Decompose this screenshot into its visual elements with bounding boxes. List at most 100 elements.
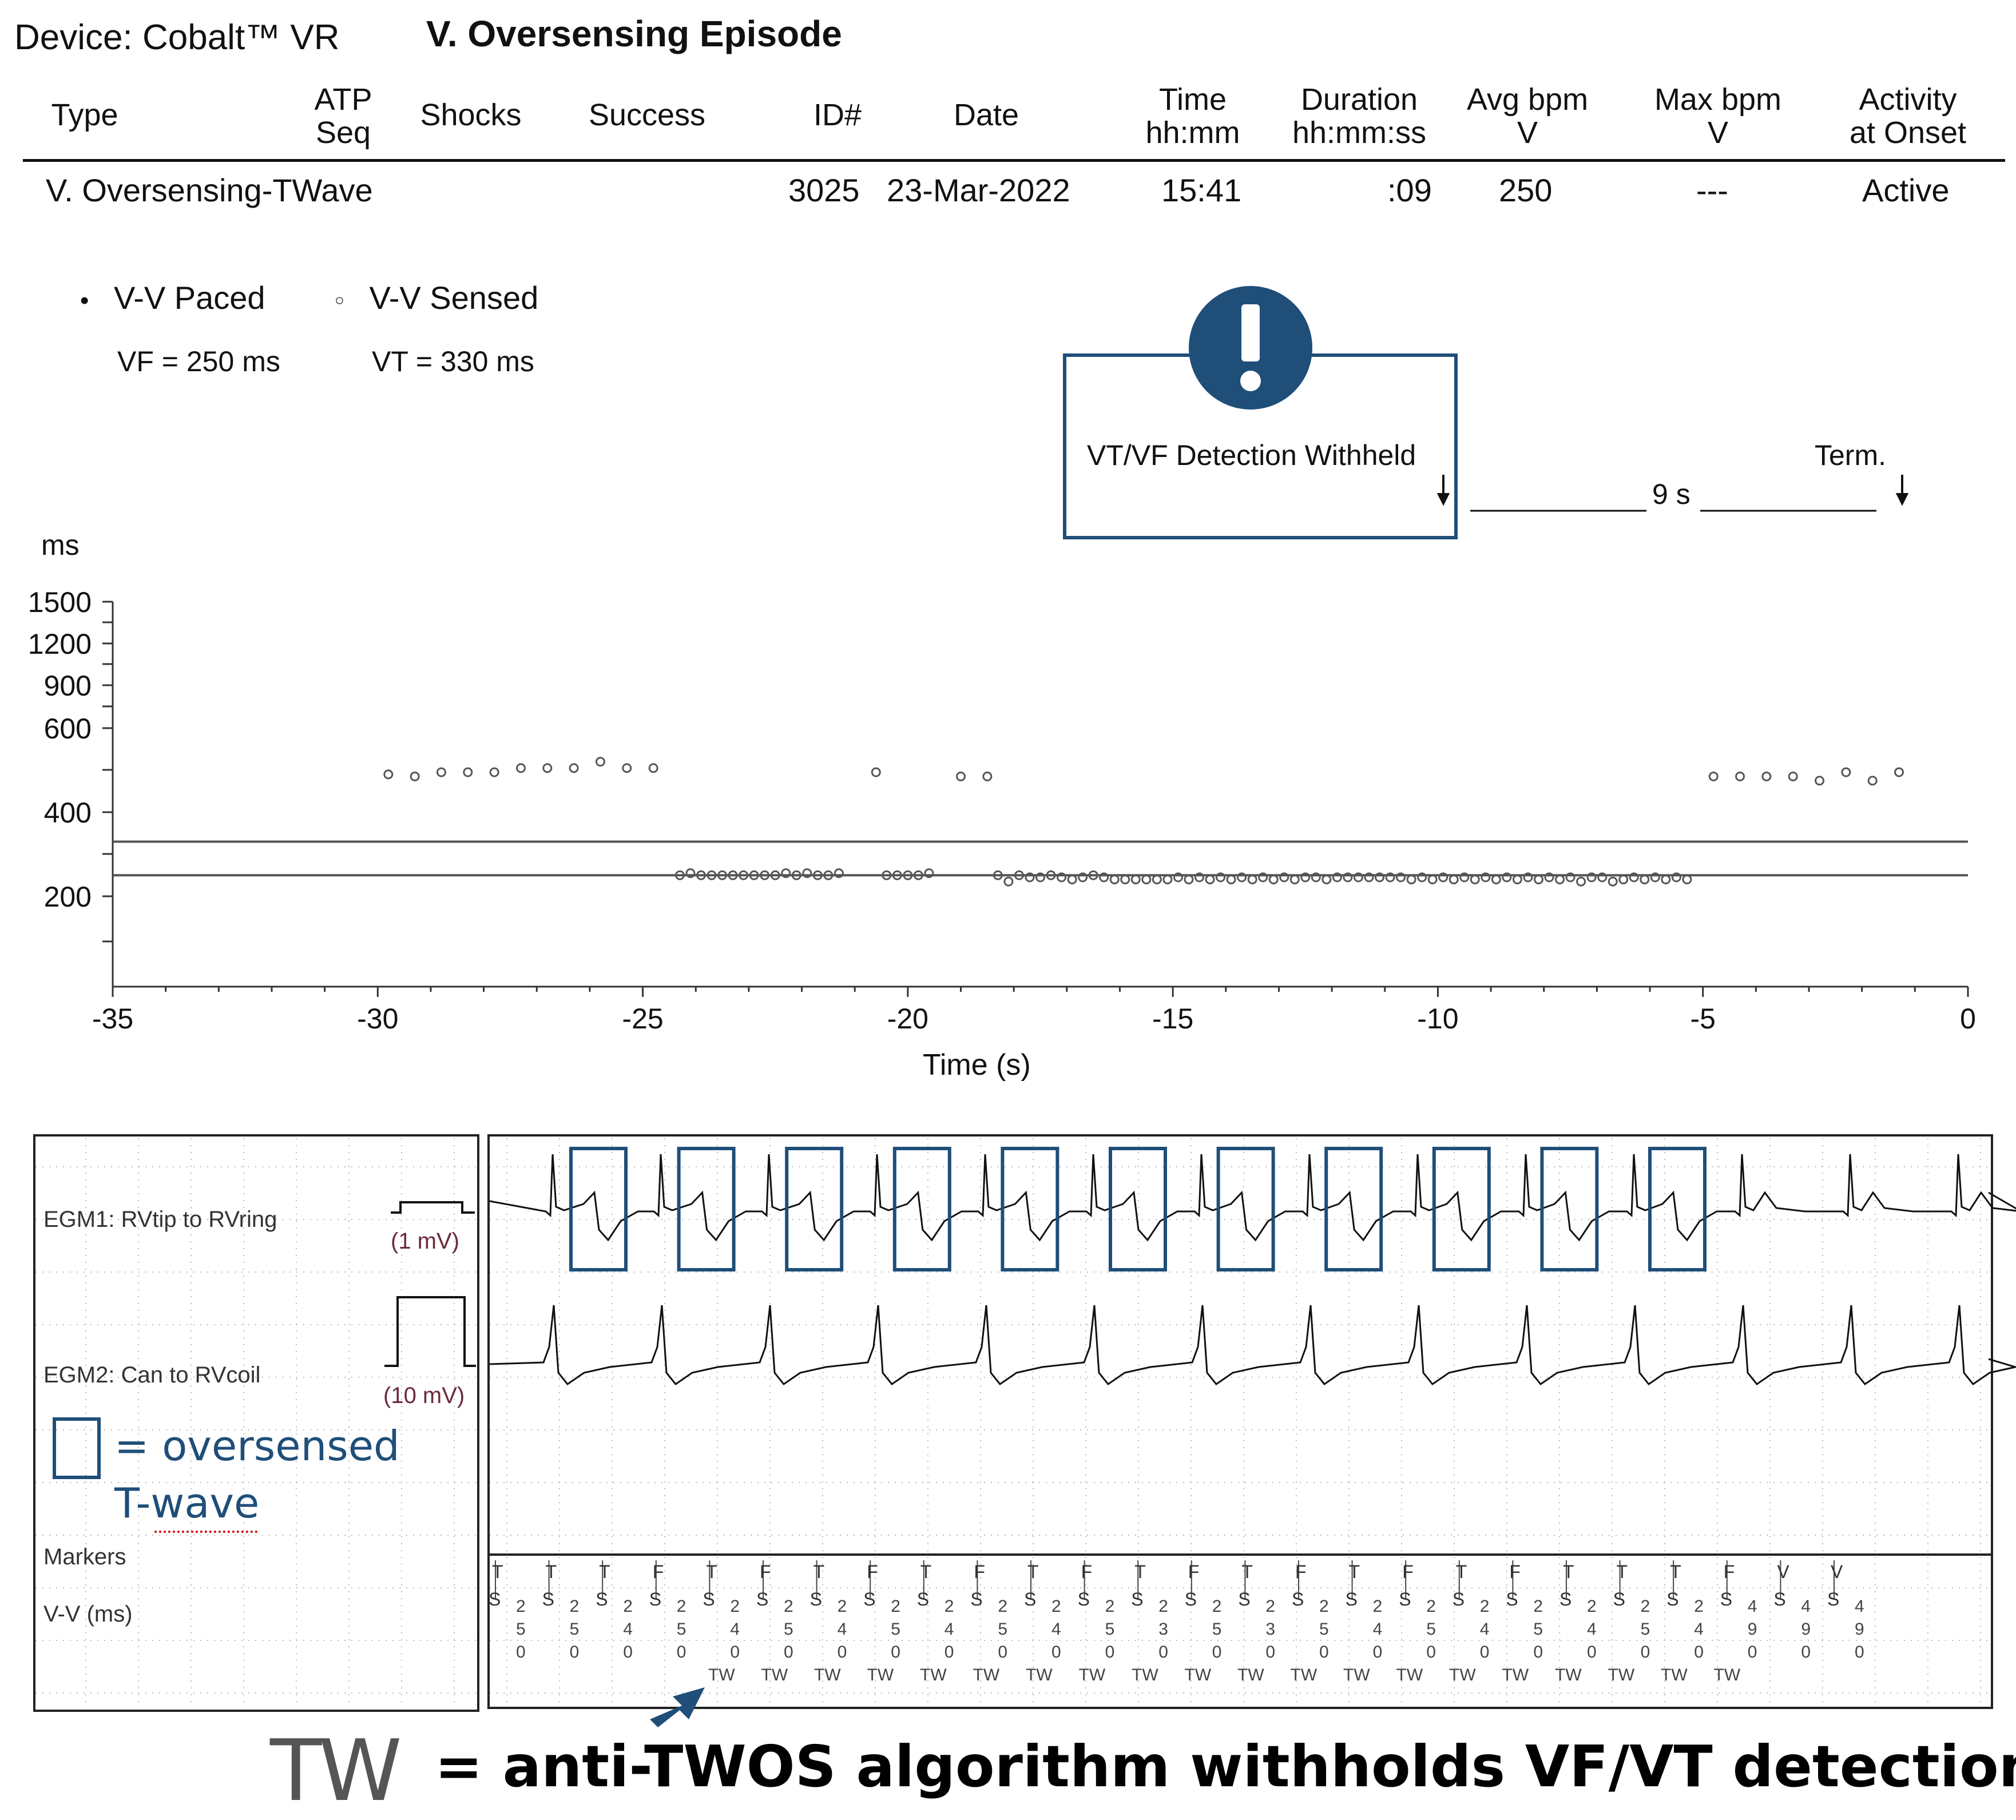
marker-code: S (489, 1589, 501, 1610)
marker-code: S (1827, 1589, 1840, 1610)
egm2-trace (489, 1305, 2016, 1386)
sensed-point (993, 870, 1003, 880)
header-line: Date (953, 98, 1019, 132)
marker-code: F (1509, 1561, 1521, 1582)
marker-code: F (1081, 1561, 1093, 1582)
vv-digit: 4 (1694, 1620, 1704, 1639)
sensed-point (1735, 772, 1745, 782)
sensed-point (1867, 776, 1878, 786)
vv-digit: 0 (516, 1643, 526, 1662)
table-header-rule (23, 159, 2005, 162)
marker-code: T (1616, 1561, 1628, 1582)
vv-digit: 0 (1319, 1643, 1329, 1662)
sensed-point (1470, 875, 1480, 885)
tw-marker: TW (1026, 1666, 1053, 1684)
marker-code: T (1563, 1561, 1574, 1582)
marker-code: S (1077, 1589, 1090, 1610)
vv-digit: 5 (1426, 1620, 1436, 1639)
rr-interval-chart (102, 601, 1969, 997)
duration-label: 9 s (1652, 478, 1690, 510)
header-line: V (1707, 116, 1729, 150)
vv-digit: 2 (944, 1597, 954, 1616)
vv-digit: 9 (1801, 1620, 1811, 1639)
sensed-point (1448, 875, 1459, 885)
cell-type: V. Oversensing-TWave (46, 172, 373, 208)
sensed-point (1544, 872, 1554, 883)
vv-digit: 2 (1105, 1597, 1115, 1616)
sensed-point (834, 868, 844, 879)
tw-marker: TW (1449, 1666, 1476, 1684)
sensed-point (1512, 875, 1522, 885)
cell-activity: Active (1862, 172, 1950, 208)
oversensed-twave-box (892, 1147, 951, 1271)
y-axis-label: ms (41, 529, 80, 561)
y-tick-label: 600 (43, 713, 92, 745)
sensed-point (707, 870, 717, 880)
sensed-point (1247, 875, 1257, 885)
cell-max: --- (1696, 172, 1728, 208)
marker-code: S (1666, 1589, 1679, 1610)
vv-digit: 0 (730, 1643, 740, 1662)
sensed-point (1385, 872, 1395, 883)
legend-paced: • V-V Paced (80, 279, 265, 316)
sensed-point (1523, 872, 1533, 883)
marker-code: S (703, 1589, 715, 1610)
sensed-point (515, 763, 526, 773)
sensed-point (1109, 875, 1120, 885)
marker-code: T (813, 1561, 825, 1582)
term-label: Term. (1815, 439, 1886, 471)
cell-date: 23-Mar-2022 (887, 172, 1070, 208)
vv-digit: 5 (1319, 1620, 1329, 1639)
cell-duration: :09 (1387, 172, 1432, 208)
sensed-point (1343, 872, 1353, 883)
sensed-point (685, 868, 696, 879)
tw-marker: TW (1396, 1666, 1423, 1684)
episode-title: V. Oversensing Episode (426, 13, 842, 54)
marker-code: T (1670, 1561, 1681, 1582)
tw-marker: TW (1608, 1666, 1635, 1684)
oversensed-key-box (53, 1417, 101, 1479)
marker-code: S (916, 1589, 930, 1610)
bottom-note-text: = anti-TWOS algorithm withholds VF/VT de… (435, 1733, 2016, 1800)
vv-digit: 2 (569, 1597, 580, 1616)
marker-code: F (652, 1561, 664, 1582)
tw-marker: TW (1661, 1666, 1688, 1684)
marker-code: T (545, 1561, 557, 1582)
header-line: V (1517, 116, 1538, 150)
marker-code: V (1777, 1561, 1789, 1582)
sensed-point (1661, 875, 1671, 885)
sensed-point (1788, 772, 1798, 782)
sensed-point (1650, 872, 1660, 883)
sensed-point (1406, 875, 1416, 885)
marker-code: S (1506, 1589, 1518, 1610)
header-line: Max bpm (1654, 82, 1782, 117)
vv-digit: 5 (676, 1620, 686, 1639)
oversensed-key-text-2: T-wave (114, 1479, 260, 1527)
sensed-point (760, 870, 770, 880)
alert-arrows (1436, 475, 1909, 512)
vv-digit: 4 (623, 1620, 633, 1639)
vv-digit: 0 (569, 1643, 580, 1662)
sensed-point (1152, 875, 1162, 885)
exclamation-icon (1189, 286, 1312, 410)
vv-digit: 0 (676, 1643, 686, 1662)
egm1-trace (489, 1154, 2016, 1242)
vv-digit: 0 (998, 1643, 1008, 1662)
marker-code: T (1027, 1561, 1039, 1582)
device-label: Device: Cobalt™ VR (14, 18, 340, 57)
vv-digit: 2 (676, 1597, 686, 1616)
header-line: at Onset (1849, 116, 1967, 150)
vv-digit: 0 (1105, 1643, 1115, 1662)
cell-avg: 250 (1499, 172, 1553, 208)
header-line: Duration (1300, 82, 1418, 117)
tw-marker: TW (1713, 1666, 1741, 1684)
cell-id: 3025 (788, 172, 860, 208)
sensed-point (1815, 776, 1825, 786)
oversensed-twave-box (1109, 1147, 1167, 1271)
vv-digit: 0 (1801, 1643, 1811, 1662)
sensed-point (622, 763, 632, 773)
